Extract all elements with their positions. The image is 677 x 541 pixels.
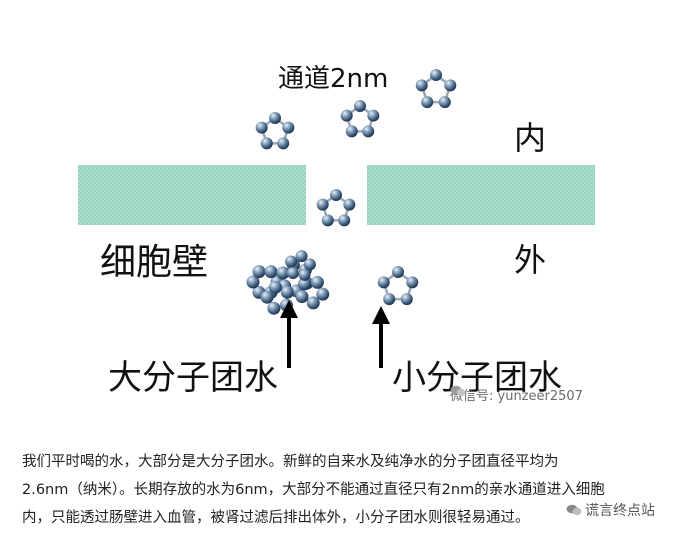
big-cluster-label: 大分子团水 bbox=[108, 358, 278, 398]
small-cluster bbox=[316, 189, 356, 227]
water-molecule bbox=[330, 189, 342, 201]
water-molecule bbox=[268, 280, 282, 294]
water-molecule bbox=[354, 100, 366, 112]
water-molecule bbox=[306, 296, 320, 310]
water-molecule bbox=[286, 267, 299, 280]
water-molecule bbox=[406, 276, 419, 289]
water-molecule bbox=[267, 301, 281, 315]
water-molecule bbox=[421, 96, 434, 109]
water-molecule bbox=[260, 137, 273, 150]
water-molecule bbox=[295, 250, 308, 263]
arrow-small-cluster bbox=[372, 306, 390, 368]
caption-line: 2.6nm（纳米）。长期存放的水为6nm，大部分不能通过直径只有2nm的亲水通道… bbox=[22, 482, 605, 498]
water-cluster-diagram: 通道2nm 内 细胞壁 外 大分子团水 小分子团水 微信号: yunzeer25… bbox=[78, 64, 595, 404]
water-molecule bbox=[444, 79, 457, 92]
large-cluster bbox=[246, 250, 330, 315]
water-molecule bbox=[280, 285, 294, 299]
water-molecule bbox=[400, 293, 413, 306]
water-molecule bbox=[276, 266, 290, 280]
water-molecule bbox=[430, 69, 442, 81]
water-molecule bbox=[303, 258, 316, 271]
wechat-watermark-text: 微信号: yunzeer2507 bbox=[450, 389, 583, 404]
water-molecule bbox=[340, 109, 353, 122]
water-molecule bbox=[269, 112, 281, 124]
water-molecule bbox=[310, 275, 324, 289]
water-molecule bbox=[415, 79, 428, 92]
wechat-icon bbox=[566, 504, 582, 516]
water-molecule bbox=[298, 277, 312, 291]
water-molecule bbox=[392, 266, 404, 278]
caption-text: 我们平时喝的水，大部分是大分子团水。新鲜的自来水及纯净水的分子团直径平均为 2.… bbox=[22, 448, 662, 532]
wechat-watermark: 微信号: yunzeer2507 bbox=[450, 385, 583, 404]
water-molecule bbox=[338, 214, 351, 227]
water-molecule bbox=[255, 121, 268, 134]
water-molecule bbox=[316, 287, 330, 301]
outside-label: 外 bbox=[514, 241, 547, 279]
small-cluster bbox=[415, 69, 457, 109]
small-cluster bbox=[340, 100, 380, 138]
caption-line: 我们平时喝的水，大部分是大分子团水。新鲜的自来水及纯净水的分子团直径平均为 bbox=[22, 454, 559, 470]
water-molecule bbox=[438, 96, 451, 109]
water-molecule bbox=[264, 265, 278, 279]
small-cluster-label: 小分子团水 bbox=[392, 358, 562, 398]
site-watermark-text: 谎言终点站 bbox=[585, 503, 655, 519]
water-molecule bbox=[277, 137, 290, 150]
cell-wall-left bbox=[78, 165, 306, 225]
water-molecule bbox=[282, 121, 295, 134]
water-molecule bbox=[345, 125, 358, 138]
water-molecule bbox=[343, 198, 356, 211]
water-molecule bbox=[383, 293, 396, 306]
water-molecule bbox=[367, 109, 380, 122]
water-molecule bbox=[260, 290, 274, 304]
inside-label: 内 bbox=[514, 119, 547, 157]
arrow-big-cluster bbox=[280, 300, 298, 368]
water-molecule bbox=[295, 290, 309, 304]
small-cluster bbox=[255, 112, 295, 150]
wechat-icon bbox=[450, 385, 466, 397]
water-molecule bbox=[362, 125, 375, 138]
site-watermark: 谎言终点站 bbox=[562, 498, 659, 522]
cell-wall-label: 细胞壁 bbox=[100, 242, 209, 283]
water-molecule bbox=[321, 214, 334, 227]
small-cluster bbox=[377, 266, 419, 306]
water-molecule bbox=[377, 276, 390, 289]
water-molecule bbox=[285, 255, 298, 268]
water-molecule bbox=[298, 268, 311, 281]
channel-label: 通道2nm bbox=[278, 64, 389, 94]
water-molecule bbox=[252, 265, 266, 279]
water-molecule bbox=[316, 198, 329, 211]
water-molecule bbox=[246, 275, 260, 289]
water-molecule-clusters bbox=[246, 69, 457, 315]
diagram-canvas bbox=[78, 69, 595, 368]
cell-wall-right bbox=[367, 165, 595, 225]
caption-line: 内，只能透过肠壁进入血管，被肾过滤后排出体外，小分子团水则很轻易通过。 bbox=[22, 510, 530, 526]
